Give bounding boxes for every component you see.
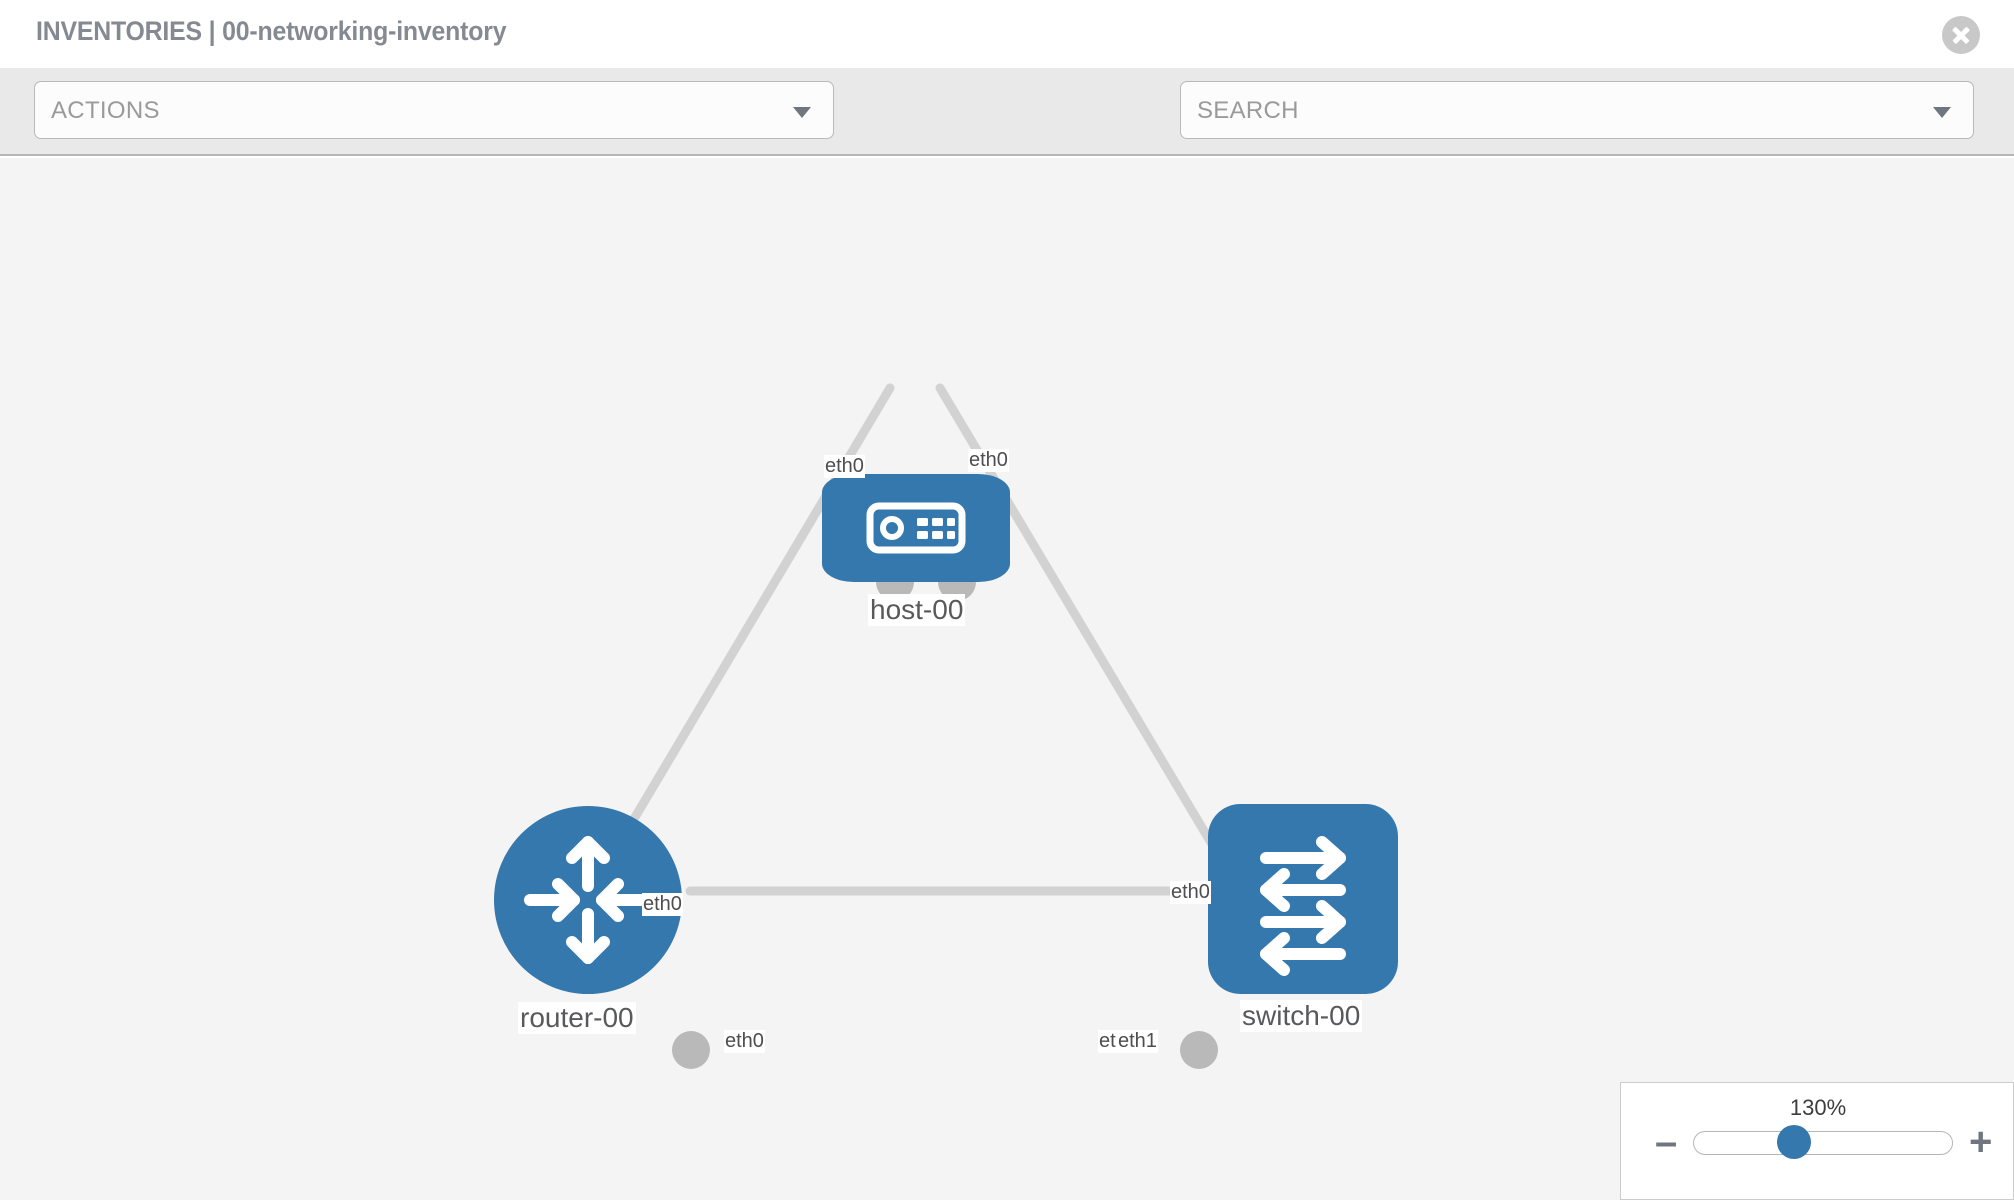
zoom-level-value: 130% [1789, 1095, 1847, 1120]
zoom-out-button[interactable]: – [1655, 1120, 1678, 1164]
page-title: INVENTORIES | 00-networking-inventory [36, 16, 507, 46]
zoom-slider-handle[interactable] [1777, 1125, 1811, 1159]
router-arrows-icon [524, 836, 652, 964]
edge-label-router-up: eth0 [642, 893, 683, 916]
zoom-slider-track[interactable] [1693, 1131, 1953, 1155]
search-placeholder: SEARCH [1197, 97, 1299, 124]
edge-label-host-left: eth0 [824, 455, 865, 478]
actions-dropdown[interactable]: ACTIONS [34, 81, 834, 139]
edge-label-switch-up: eth0 [1170, 881, 1211, 904]
server-icon [866, 502, 966, 554]
page-header: INVENTORIES | 00-networking-inventory [0, 0, 2014, 68]
port-router-right[interactable] [672, 1031, 710, 1069]
actions-dropdown-label: ACTIONS [51, 97, 160, 124]
edge-label-switch-left: eth1 [1117, 1030, 1158, 1053]
chevron-down-icon [793, 107, 811, 118]
chevron-down-icon [1933, 107, 1951, 118]
node-host-00-label: host-00 [868, 594, 966, 626]
switch-arrows-icon [1260, 836, 1346, 976]
close-icon[interactable] [1942, 16, 1980, 54]
node-switch-00-shape[interactable] [1208, 804, 1398, 994]
zoom-control-panel: 130% – + [1620, 1082, 2014, 1200]
node-switch-00-label: switch-00 [1240, 1000, 1363, 1032]
toolbar: ACTIONS SEARCH [0, 68, 2014, 206]
node-host-00[interactable]: host-00 [822, 474, 1010, 626]
node-switch-00[interactable]: switch-00 [1208, 804, 1398, 1032]
search-input[interactable]: SEARCH [1180, 81, 1974, 139]
edge-label-router-right: eth0 [724, 1030, 765, 1053]
node-host-00-shape[interactable] [822, 474, 1010, 582]
edge-label-host-right: eth0 [968, 449, 1009, 472]
port-switch-left[interactable] [1180, 1031, 1218, 1069]
topology-links [585, 383, 1243, 898]
topology-canvas[interactable]: host-00 eth0 eth0 [0, 158, 2014, 1200]
zoom-in-button[interactable]: + [1969, 1120, 1993, 1164]
node-router-00-label: router-00 [518, 1002, 636, 1034]
